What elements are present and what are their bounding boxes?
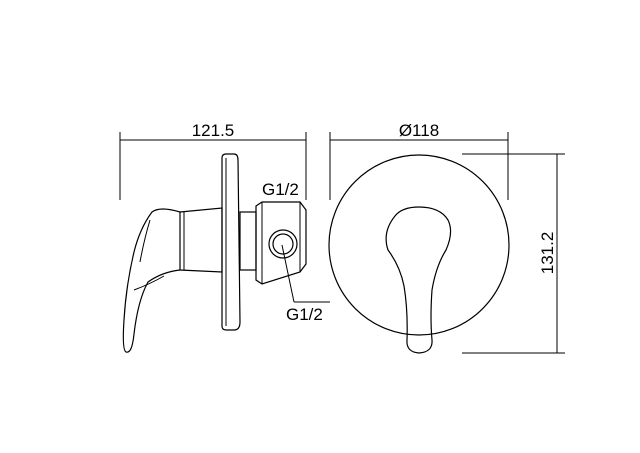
diameter-dimension: Ø118 [329,121,509,200]
height-dimension: 131.2 [462,153,565,354]
diameter-label: Ø118 [399,121,439,140]
inlet-bracket [239,201,307,285]
inlet-leader [281,244,295,303]
front-view: Ø118 131.2 [328,121,565,354]
inlet-port [268,229,298,259]
side-view: 121.5 G1/2 G1/2 [119,121,330,353]
width-label: 121.5 [192,121,235,140]
lever-handle [122,208,181,353]
cover-plate-side [221,153,241,331]
inlet-label-bottom: G1/2 [286,305,323,324]
lever-front [385,206,452,354]
valve-collar [179,207,223,273]
width-dimension: 121.5 [119,121,307,200]
cover-plate-front [328,154,510,336]
inlet-label-top: G1/2 [262,180,299,199]
height-label: 131.2 [538,232,557,275]
